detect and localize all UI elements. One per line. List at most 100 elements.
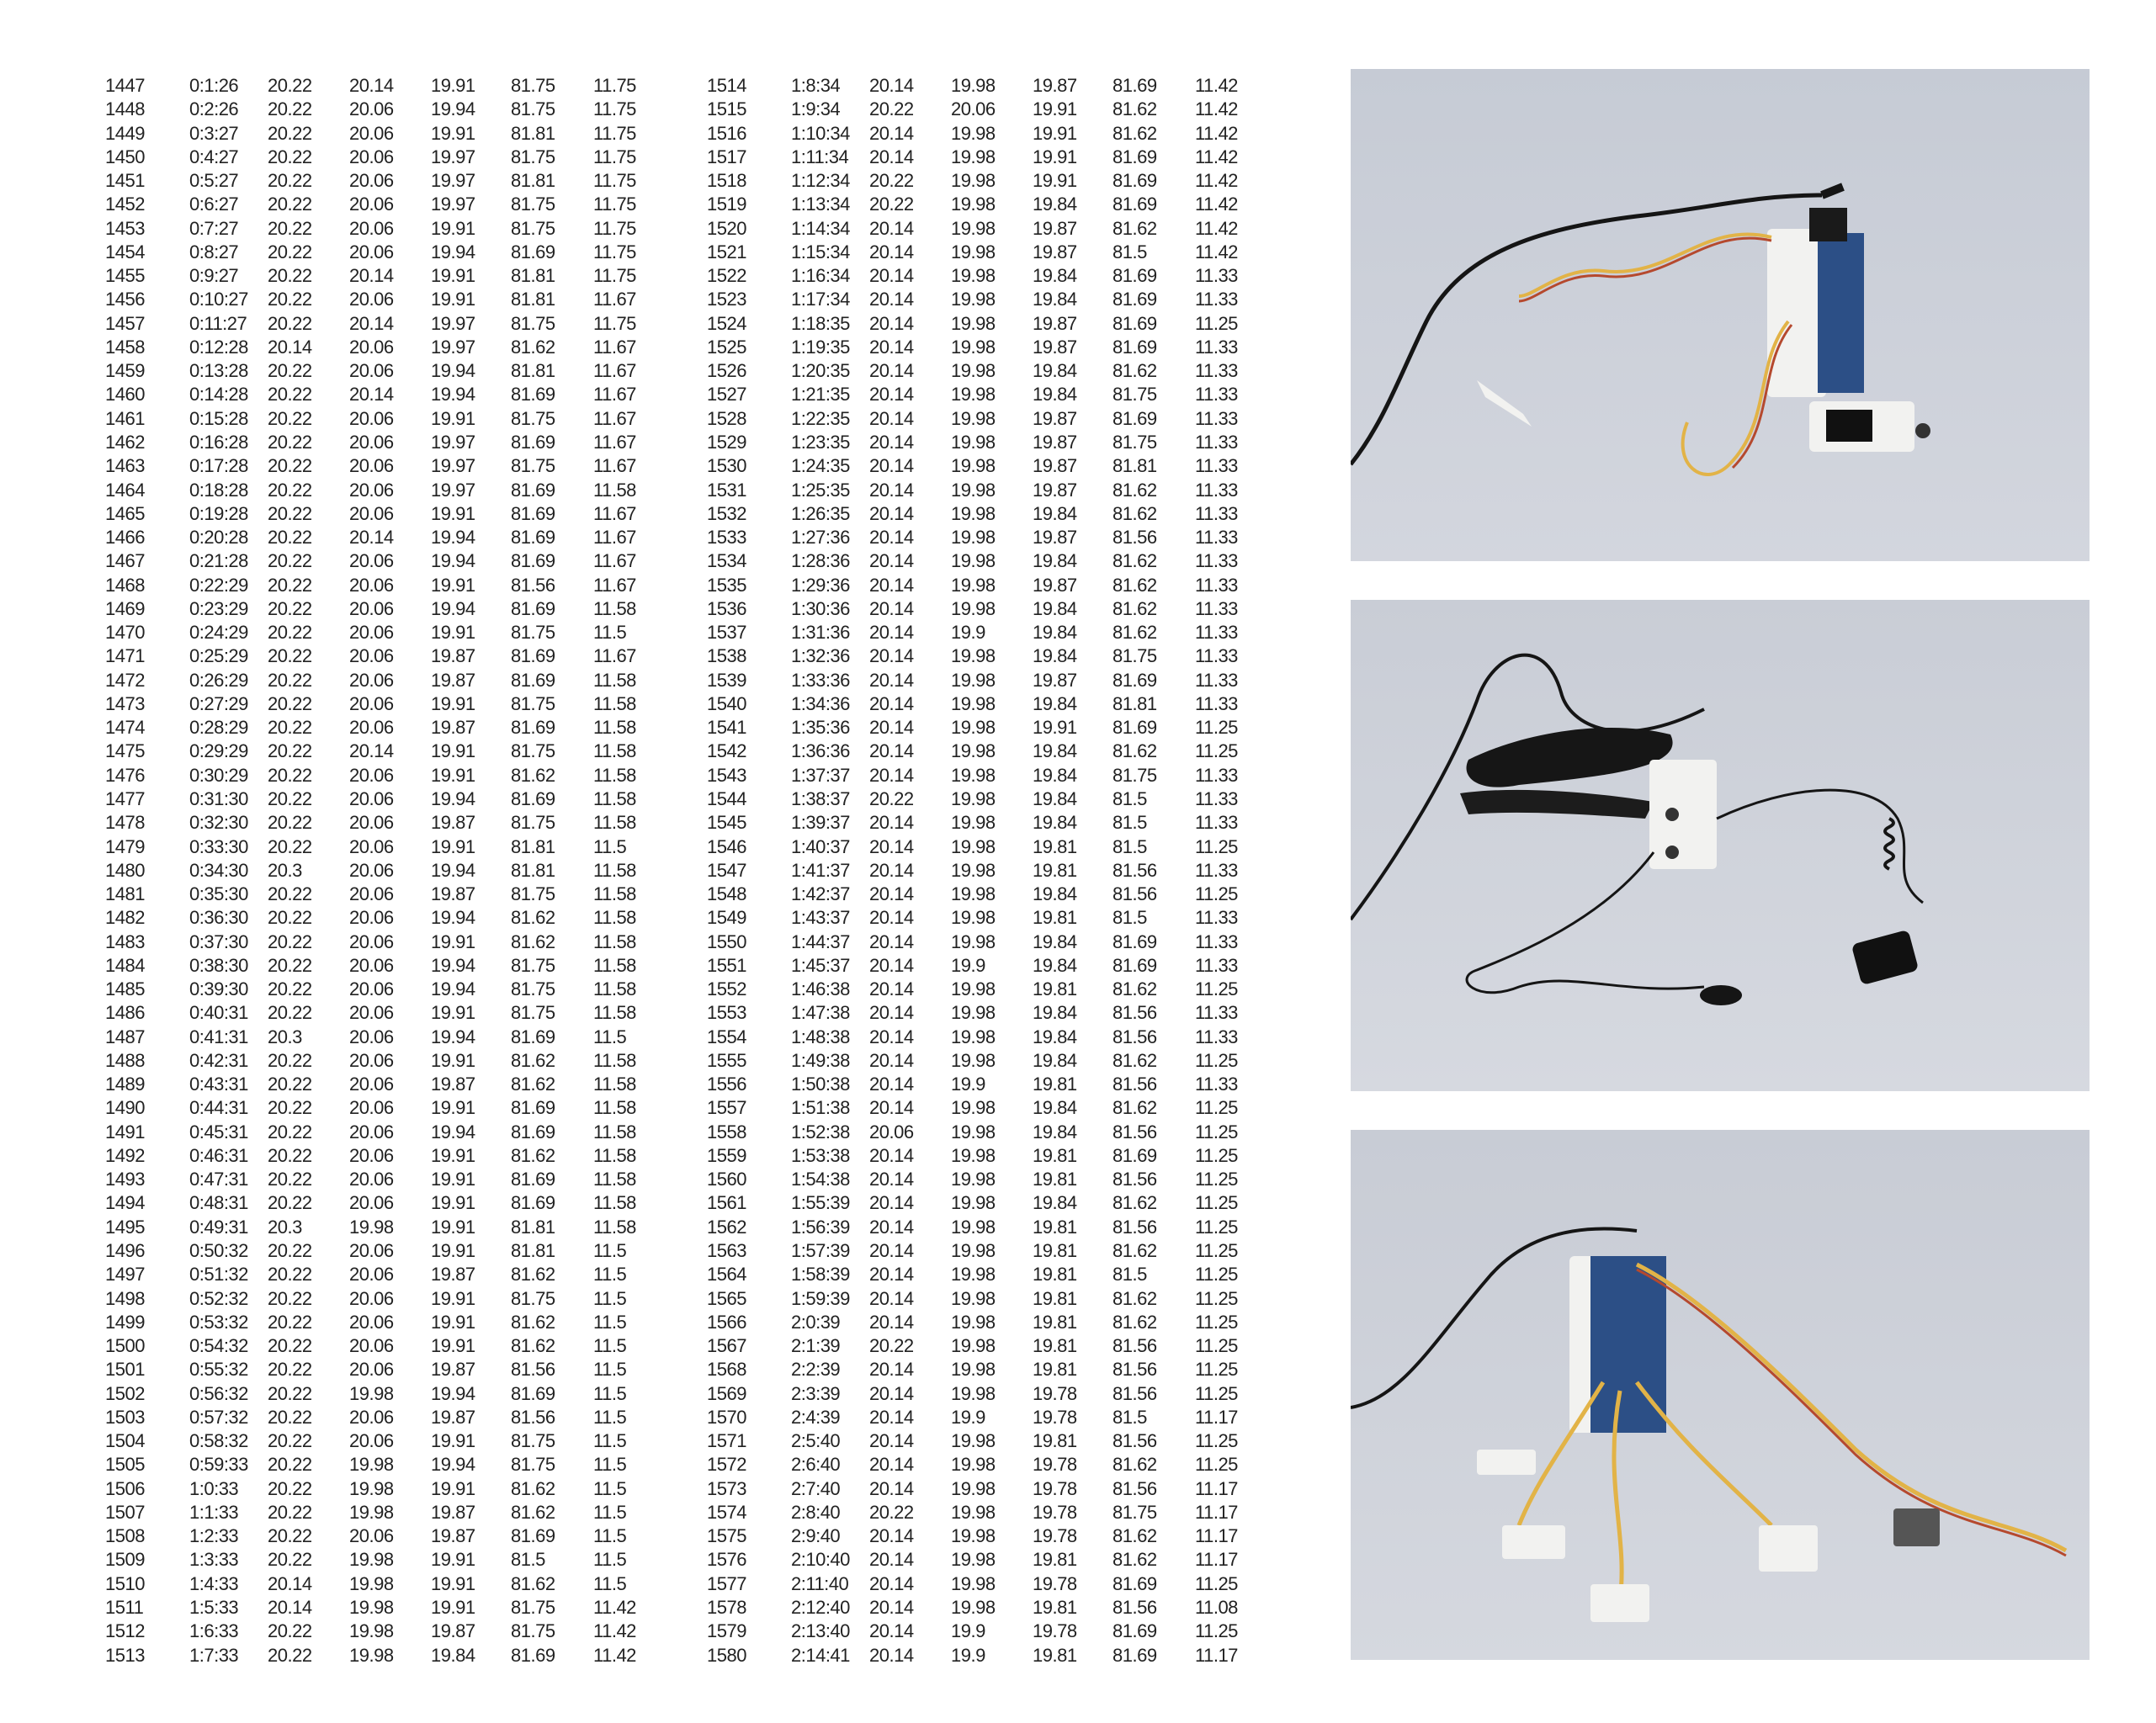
value-cell: 19.98 <box>349 1477 394 1499</box>
value-cell: 20.14 <box>869 692 914 714</box>
value-cell: 19.94 <box>431 241 475 262</box>
elapsed-time: 1:2:33 <box>189 1525 239 1547</box>
value-cell: 19.91 <box>431 764 475 786</box>
value-cell: 11.5 <box>593 1501 627 1523</box>
value-cell: 20.22 <box>869 98 914 120</box>
value-cell: 19.98 <box>951 1049 996 1071</box>
value-cell: 81.62 <box>1113 597 1157 619</box>
value-cell: 20.06 <box>349 1335 394 1357</box>
value-cell: 11.58 <box>593 954 636 976</box>
row-index: 1473 <box>105 692 145 714</box>
value-cell: 81.69 <box>511 479 555 501</box>
elapsed-time: 2:11:40 <box>791 1572 849 1594</box>
value-cell: 19.98 <box>951 1097 996 1119</box>
value-cell: 81.5 <box>1113 835 1147 857</box>
value-cell: 19.87 <box>431 717 475 739</box>
value-cell: 19.91 <box>431 1311 475 1333</box>
row-index: 1463 <box>105 455 145 477</box>
value-cell: 19.98 <box>951 740 996 762</box>
value-cell: 20.06 <box>349 1169 394 1190</box>
value-cell: 19.81 <box>1033 1264 1077 1286</box>
value-cell: 19.84 <box>1033 360 1077 382</box>
value-cell: 81.62 <box>1113 574 1157 596</box>
value-cell: 19.94 <box>431 1121 475 1142</box>
value-cell: 19.98 <box>951 1169 996 1190</box>
value-cell: 81.69 <box>1113 146 1157 167</box>
value-cell: 81.69 <box>1113 407 1157 429</box>
value-cell: 20.22 <box>869 194 914 215</box>
value-cell: 20.14 <box>869 1049 914 1071</box>
ear-clip <box>1700 985 1742 1005</box>
value-cell: 19.91 <box>431 1287 475 1309</box>
value-cell: 11.33 <box>1195 787 1238 809</box>
value-cell: 20.14 <box>869 812 914 834</box>
value-cell: 19.98 <box>951 1002 996 1024</box>
value-cell: 19.98 <box>349 1382 394 1404</box>
value-cell: 11.25 <box>1195 312 1238 334</box>
value-cell: 11.67 <box>593 360 636 382</box>
value-cell: 19.78 <box>1033 1525 1077 1547</box>
value-cell: 11.33 <box>1195 336 1238 358</box>
value-cell: 20.06 <box>349 1144 394 1166</box>
value-cell: 81.81 <box>1113 455 1157 477</box>
row-index: 1548 <box>707 883 746 905</box>
value-cell: 19.87 <box>1033 527 1077 549</box>
value-cell: 81.56 <box>1113 1359 1157 1381</box>
elapsed-time: 1:1:33 <box>189 1501 239 1523</box>
value-cell: 19.81 <box>1033 907 1077 929</box>
value-cell: 81.62 <box>1113 622 1157 644</box>
value-cell: 11.25 <box>1195 717 1238 739</box>
value-cell: 81.62 <box>511 1477 555 1499</box>
elapsed-time: 1:0:33 <box>189 1477 239 1499</box>
value-cell: 81.81 <box>511 265 555 287</box>
value-cell: 11.33 <box>1195 574 1238 596</box>
row-index: 1521 <box>707 241 746 262</box>
row-index: 1568 <box>707 1359 746 1381</box>
value-cell: 20.14 <box>869 1477 914 1499</box>
value-cell: 81.62 <box>1113 1192 1157 1214</box>
value-cell: 19.91 <box>431 1430 475 1452</box>
value-cell: 19.91 <box>431 1144 475 1166</box>
value-cell: 20.22 <box>268 194 312 215</box>
value-cell: 11.75 <box>593 170 636 192</box>
value-cell: 20.22 <box>869 787 914 809</box>
elapsed-time: 1:40:37 <box>791 835 850 857</box>
value-cell: 20.06 <box>349 812 394 834</box>
value-cell: 81.81 <box>511 360 555 382</box>
elapsed-time: 1:26:35 <box>791 502 850 524</box>
value-cell: 19.98 <box>951 384 996 406</box>
value-cell: 19.84 <box>1033 812 1077 834</box>
row-index: 1458 <box>105 336 145 358</box>
elapsed-time: 0:34:30 <box>189 859 248 881</box>
value-cell: 19.98 <box>951 217 996 239</box>
value-cell: 11.75 <box>593 98 636 120</box>
value-cell: 20.06 <box>349 479 394 501</box>
value-cell: 11.25 <box>1195 1121 1238 1142</box>
value-cell: 81.62 <box>1113 550 1157 572</box>
elapsed-time: 1:52:38 <box>791 1121 850 1142</box>
value-cell: 19.98 <box>349 1454 394 1476</box>
value-cell: 81.56 <box>1113 1121 1157 1142</box>
value-cell: 81.56 <box>1113 1074 1157 1095</box>
value-cell: 19.81 <box>1033 1430 1077 1452</box>
value-cell: 11.42 <box>1195 241 1238 262</box>
elapsed-time: 0:19:28 <box>189 502 248 524</box>
value-cell: 11.58 <box>593 1121 636 1142</box>
value-cell: 19.98 <box>951 146 996 167</box>
value-cell: 20.14 <box>869 717 914 739</box>
value-cell: 20.22 <box>268 1311 312 1333</box>
value-cell: 20.22 <box>268 1144 312 1166</box>
value-cell: 19.87 <box>1033 574 1077 596</box>
value-cell: 81.75 <box>511 146 555 167</box>
value-cell: 19.98 <box>951 1121 996 1142</box>
row-index: 1509 <box>105 1549 145 1571</box>
value-cell: 11.25 <box>1195 978 1238 1000</box>
elapsed-time: 0:39:30 <box>189 978 248 1000</box>
value-cell: 19.81 <box>1033 1216 1077 1238</box>
value-cell: 81.62 <box>511 1264 555 1286</box>
value-cell: 81.75 <box>511 1597 555 1618</box>
elapsed-time: 0:55:32 <box>189 1359 248 1381</box>
value-cell: 11.33 <box>1195 669 1238 691</box>
value-cell: 20.14 <box>268 1597 312 1618</box>
value-cell: 19.94 <box>431 550 475 572</box>
